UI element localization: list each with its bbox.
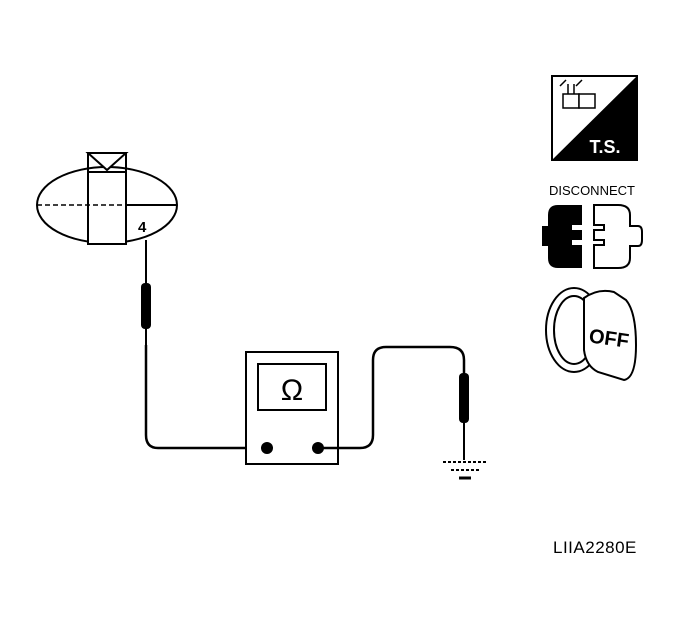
right-probe [459, 373, 469, 460]
disconnect-icon [542, 204, 643, 269]
ts-icon-label: T.S. [589, 137, 620, 157]
connector-pin-label: 4 [138, 219, 147, 236]
ohm-symbol: Ω [281, 374, 303, 407]
ts-icon [551, 75, 638, 161]
figure-code: LIIA2280E [553, 538, 637, 557]
ground-icon [443, 461, 487, 480]
right-lead-wire [318, 345, 466, 450]
meter-terminal-left [261, 442, 273, 454]
left-lead-wire [144, 345, 267, 450]
ignition-off-icon [545, 287, 638, 382]
disconnect-label: DISCONNECT [549, 183, 635, 198]
connector [36, 152, 178, 245]
ohmmeter [245, 351, 339, 465]
left-probe [141, 240, 151, 345]
